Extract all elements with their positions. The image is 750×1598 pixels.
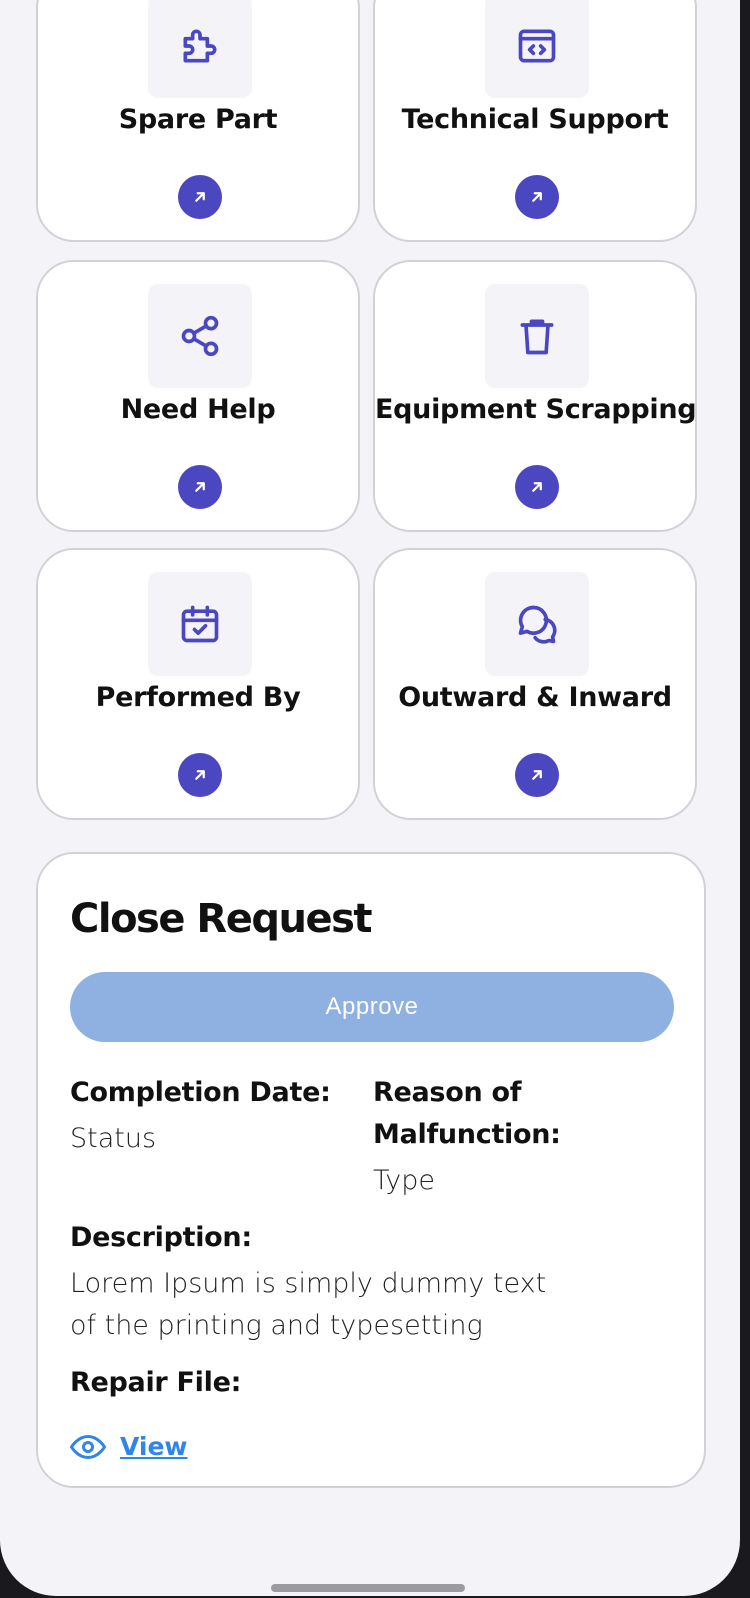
trash-icon	[520, 319, 554, 355]
tile-label: Equipment Scrapping	[375, 394, 697, 425]
arrow-up-right-icon[interactable]	[515, 753, 559, 797]
tile-performed-by[interactable]: Performed By	[36, 548, 360, 820]
description-label: Description:	[70, 1222, 252, 1253]
view-link[interactable]: View	[120, 1432, 188, 1461]
eye-icon[interactable]	[70, 1434, 106, 1460]
share-icon	[181, 315, 219, 357]
tile-label: Need Help	[120, 394, 276, 425]
reason-label-line2: Malfunction:	[373, 1119, 561, 1150]
arrow-up-right-icon[interactable]	[178, 753, 222, 797]
tile-icon-box	[485, 0, 589, 98]
close-request-title: Close Request	[70, 896, 373, 942]
puzzle-icon	[183, 29, 217, 63]
tile-icon-box	[485, 572, 589, 676]
tile-spare-part[interactable]: Spare Part	[36, 0, 360, 242]
calendar-check-icon	[181, 605, 219, 643]
description-line1: Lorem Ipsum is simply dummy text	[70, 1268, 547, 1299]
tile-need-help[interactable]: Need Help	[36, 260, 360, 532]
reason-value: Type	[373, 1165, 436, 1196]
tile-label: Outward & Inward	[398, 682, 672, 713]
code-window-icon	[518, 29, 556, 63]
approve-button[interactable]: Approve	[70, 972, 674, 1042]
arrow-up-right-icon[interactable]	[515, 175, 559, 219]
view-file-row[interactable]: View	[70, 1432, 188, 1461]
chat-bubbles-icon	[518, 605, 557, 644]
arrow-up-right-icon[interactable]	[515, 465, 559, 509]
tile-outward-inward[interactable]: Outward & Inward	[373, 548, 697, 820]
tile-label: Spare Part	[118, 104, 278, 135]
description-line2: of the printing and typesetting	[70, 1310, 483, 1341]
arrow-up-right-icon[interactable]	[178, 175, 222, 219]
completion-date-label: Completion Date:	[70, 1077, 331, 1108]
tile-icon-box	[485, 284, 589, 388]
tile-label: Performed By	[95, 682, 301, 713]
tile-label: Technical Support	[401, 104, 669, 135]
reason-label-line1: Reason of	[373, 1077, 522, 1108]
tile-equipment-scrapping[interactable]: Equipment Scrapping	[373, 260, 697, 532]
tile-icon-box	[148, 572, 252, 676]
arrow-up-right-icon[interactable]	[178, 465, 222, 509]
completion-date-value: Status	[70, 1123, 157, 1154]
repair-file-label: Repair File:	[70, 1367, 242, 1398]
home-indicator[interactable]	[271, 1584, 465, 1592]
tile-technical-support[interactable]: Technical Support	[373, 0, 697, 242]
close-request-card: Close Request Approve Completion Date: S…	[36, 852, 706, 1488]
tile-icon-box	[148, 284, 252, 388]
tile-icon-box	[148, 0, 252, 98]
